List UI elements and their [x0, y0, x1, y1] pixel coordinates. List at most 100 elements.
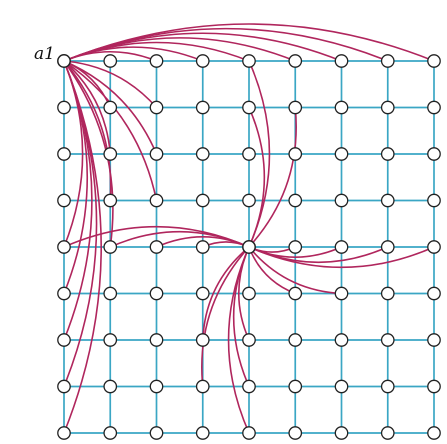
grid-node [334, 426, 349, 440]
grid-node [427, 100, 441, 115]
center-hub-curve [201, 246, 250, 341]
grid-node [427, 240, 441, 254]
grid-node [57, 240, 71, 254]
grid-node [380, 379, 395, 394]
corner-hub-curve [63, 60, 102, 434]
grid-node [103, 54, 118, 68]
grid-node [288, 240, 303, 254]
grid-node [149, 193, 164, 208]
grid-node [103, 193, 118, 208]
grid-node [380, 286, 395, 301]
graph-nodes [57, 54, 441, 440]
grid-node [334, 379, 349, 394]
grid-node [334, 147, 349, 161]
center-hub-curve [248, 107, 266, 248]
corner-hub-curve [63, 60, 158, 155]
grid-node [334, 240, 349, 254]
grid-node [149, 286, 164, 301]
grid-node [195, 379, 210, 394]
grid-node [149, 147, 164, 161]
grid-node [288, 100, 303, 115]
grid-node [149, 379, 164, 394]
grid-node [103, 147, 118, 161]
center-hub-curve [248, 246, 342, 295]
grid-node [334, 54, 349, 68]
grid-node [427, 333, 441, 347]
grid-node [149, 100, 164, 115]
grid-node [57, 333, 71, 347]
grid-node [195, 286, 210, 301]
grid-node [149, 240, 164, 254]
corner-hub-curve [63, 23, 435, 62]
grid-node [242, 286, 256, 301]
grid-node [149, 426, 164, 440]
grid-node [427, 147, 441, 161]
grid-node [195, 100, 210, 115]
hub-connections [63, 23, 435, 434]
grid-node [288, 333, 303, 347]
grid-node [427, 286, 441, 301]
grid-node [380, 100, 395, 115]
grid-node [242, 54, 256, 68]
grid-node [380, 54, 395, 68]
grid-node [57, 426, 71, 440]
grid-node [57, 147, 71, 161]
grid-node [380, 240, 395, 254]
grid-node [380, 193, 395, 208]
grid-node [427, 426, 441, 440]
grid-node [427, 193, 441, 208]
grid-node [242, 333, 256, 347]
grid-node [380, 426, 395, 440]
grid-node [242, 379, 256, 394]
grid-node [334, 100, 349, 115]
grid-edges [63, 60, 435, 434]
grid-node [288, 379, 303, 394]
grid-node [149, 333, 164, 347]
grid-node [334, 333, 349, 347]
grid-node [288, 426, 303, 440]
grid-node [57, 100, 71, 115]
grid-node [242, 426, 256, 440]
grid-node [103, 100, 118, 115]
grid-node [195, 333, 210, 347]
grid-node [149, 54, 164, 68]
grid-node [57, 379, 71, 394]
grid-node [103, 286, 118, 301]
grid-node [334, 286, 349, 301]
grid-node [195, 54, 210, 68]
grid-node [427, 379, 441, 394]
grid-node [103, 240, 118, 254]
grid-node [195, 193, 210, 208]
grid-node [288, 54, 303, 68]
center-hub-curve [201, 246, 250, 387]
grid-node [334, 193, 349, 208]
grid-node [380, 147, 395, 161]
grid-node [288, 193, 303, 208]
grid-node [57, 193, 71, 208]
corner-hub-curve [63, 60, 158, 109]
grid-node [195, 147, 210, 161]
grid-node [288, 147, 303, 161]
grid-node [380, 333, 395, 347]
grid-node [242, 147, 256, 161]
center-hub-curve [248, 107, 297, 248]
hub-node [57, 54, 71, 68]
grid-node [103, 333, 118, 347]
grid-node [103, 426, 118, 440]
corner-hub-curve [63, 60, 112, 201]
corner-node-label: a1 [34, 44, 55, 64]
grid-node [195, 240, 210, 254]
grid-node [195, 426, 210, 440]
grid-node [242, 193, 256, 208]
grid-node [288, 286, 303, 301]
corner-hub-curve [63, 60, 158, 201]
grid-node [427, 54, 441, 68]
corner-hub-curve [63, 60, 112, 155]
center-hub-curve [248, 246, 435, 269]
grid-node [242, 100, 256, 115]
center-hub-curve [227, 246, 250, 434]
hub-node [242, 240, 256, 254]
grid-node [57, 286, 71, 301]
